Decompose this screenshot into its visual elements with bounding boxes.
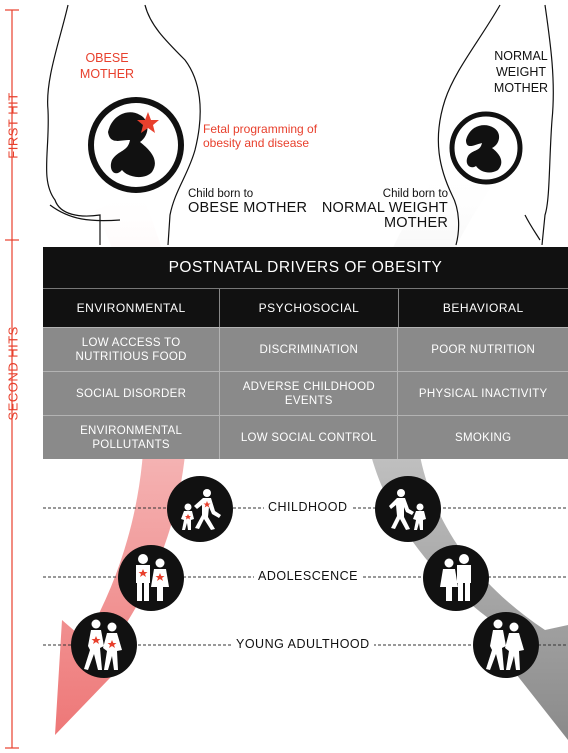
postnatal-drivers-table: POSTNATAL DRIVERS OF OBESITY ENVIRONMENT…: [43, 247, 568, 459]
header-environmental: ENVIRONMENTAL: [76, 301, 186, 315]
adolescence-obese-icon: [118, 545, 184, 611]
stage-adolescence: ADOLESCENCE: [254, 569, 362, 583]
table-cell: POOR NUTRITION: [397, 328, 568, 371]
table-cell: SOCIAL DISORDER: [76, 387, 187, 400]
stage-childhood: CHILDHOOD: [264, 500, 352, 514]
obese-fetus-icon: [88, 97, 184, 193]
adolescence-normal-icon: [423, 545, 489, 611]
table-row: ENVIRONMENTAL POLLUTANTS LOW SOCIAL CONT…: [43, 415, 568, 459]
table-cell: DISCRIMINATION: [219, 328, 397, 371]
table-title: POSTNATAL DRIVERS OF OBESITY: [43, 247, 568, 288]
header-behavioral: BEHAVIORAL: [397, 289, 568, 327]
normal-weight-mother-label: NORMAL WEIGHT MOTHER: [493, 49, 549, 95]
table-cell: LOW SOCIAL CONTROL: [219, 416, 397, 459]
childhood-obese-icon: [167, 476, 233, 542]
table-row: LOW ACCESS TO NUTRITIOUS FOOD DISCRIMINA…: [43, 327, 568, 371]
second-hits-label: SECOND HITS: [5, 326, 21, 421]
first-hit-label: FIRST HIT: [5, 92, 21, 159]
table-header-row: ENVIRONMENTAL PSYCHOSOCIAL BEHAVIORAL: [43, 288, 568, 327]
table-cell: SMOKING: [397, 416, 568, 459]
childhood-normal-icon: [375, 476, 441, 542]
young-adulthood-obese-icon: [71, 612, 137, 678]
young-adulthood-normal-icon: [473, 612, 539, 678]
normal-fetus-icon: [449, 111, 523, 185]
normal-weight-mother-silhouette: [437, 4, 554, 246]
table-cell: ADVERSE CHILDHOOD EVENTS: [219, 372, 397, 415]
fetal-programming-note: Fetal programming of obesity and disease: [203, 122, 318, 150]
header-psychosocial: PSYCHOSOCIAL: [219, 289, 397, 327]
table-cell: LOW ACCESS TO NUTRITIOUS FOOD: [75, 336, 187, 363]
timeline-bracket: [5, 9, 19, 749]
child-normal-label: Child born to NORMAL WEIGHT MOTHER: [321, 188, 448, 231]
table-cell: PHYSICAL INACTIVITY: [397, 372, 568, 415]
table-cell: ENVIRONMENTAL POLLUTANTS: [80, 424, 183, 451]
child-obese-label: Child born to OBESE MOTHER: [188, 188, 308, 216]
obese-mother-silhouette: [46, 4, 201, 246]
table-row: SOCIAL DISORDER ADVERSE CHILDHOOD EVENTS…: [43, 371, 568, 415]
stage-young-adulthood: YOUNG ADULTHOOD: [232, 637, 374, 651]
obese-mother-label: OBESE MOTHER: [79, 51, 135, 81]
